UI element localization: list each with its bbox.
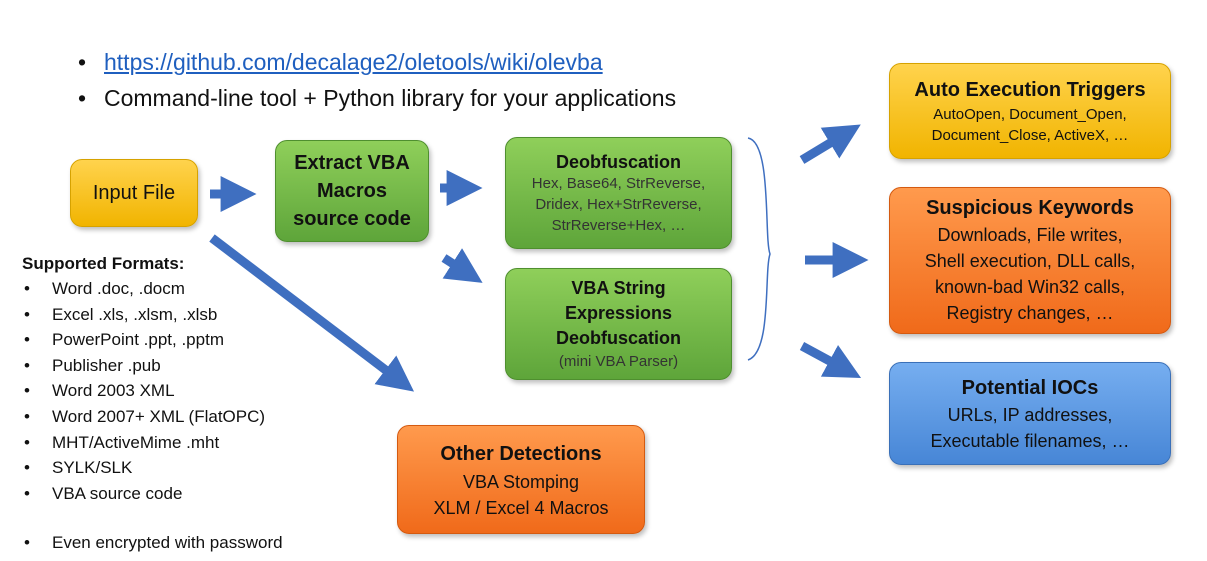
extract-vba-box: Extract VBA Macros source code bbox=[275, 140, 429, 242]
iocs-line-2: Executable filenames, … bbox=[930, 430, 1130, 451]
arrow-to-auto bbox=[799, 124, 861, 164]
other-detections-line-1: VBA Stomping bbox=[462, 471, 580, 492]
format-item: Word .doc, .docm bbox=[22, 276, 265, 302]
other-detections-box: Other Detections VBA Stomping XLM / Exce… bbox=[397, 425, 645, 534]
input-file-box: Input File bbox=[70, 159, 198, 227]
suspicious-title: Suspicious Keywords bbox=[926, 197, 1134, 219]
auto-exec-line-2: Document_Close, ActiveX, … bbox=[931, 127, 1129, 144]
format-item: Excel .xls, .xlsm, .xlsb bbox=[22, 302, 265, 328]
arrow-input-to-other bbox=[209, 234, 415, 392]
bullet-description: Command-line tool + Python library for y… bbox=[78, 80, 676, 116]
auto-exec-box: Auto Execution Triggers AutoOpen, Docume… bbox=[889, 63, 1171, 159]
bullet-link[interactable]: https://github.com/decalage2/oletools/wi… bbox=[78, 44, 676, 80]
format-item: SYLK/SLK bbox=[22, 455, 265, 481]
input-file-title: Input File bbox=[92, 181, 176, 204]
format-item: Word 2003 XML bbox=[22, 378, 265, 404]
other-detections-title: Other Detections bbox=[440, 442, 602, 465]
vba-string-title: VBA String Expressions Deobfuscation bbox=[555, 278, 681, 348]
top-bullets: https://github.com/decalage2/oletools/wi… bbox=[78, 44, 676, 116]
suspicious-line-1: Downloads, File writes, bbox=[937, 225, 1123, 245]
arrow-to-iocs bbox=[799, 342, 862, 379]
vba-string-sub: (mini VBA Parser) bbox=[558, 353, 679, 370]
iocs-line-1: URLs, IP addresses, bbox=[947, 404, 1113, 425]
other-detections-line-2: XLM / Excel 4 Macros bbox=[433, 497, 609, 518]
suspicious-box: Suspicious Keywords Downloads, File writ… bbox=[889, 187, 1171, 334]
suspicious-line-3: known-bad Win32 calls, bbox=[934, 277, 1126, 297]
suspicious-line-2: Shell execution, DLL calls, bbox=[924, 251, 1136, 271]
suspicious-line-4: Registry changes, … bbox=[946, 303, 1114, 323]
deobfuscation-box: Deobfuscation Hex, Base64, StrReverse, D… bbox=[505, 137, 732, 249]
format-item: PowerPoint .ppt, .pptm bbox=[22, 327, 265, 353]
deobfuscation-line-2: Dridex, Hex+StrReverse, bbox=[535, 195, 702, 213]
deobfuscation-line-1: Hex, Base64, StrReverse, bbox=[531, 174, 706, 192]
auto-exec-line-1: AutoOpen, Document_Open, bbox=[933, 106, 1127, 123]
right-brace bbox=[747, 137, 771, 361]
encrypted-note: Even encrypted with password bbox=[22, 533, 283, 553]
vba-string-box: VBA String Expressions Deobfuscation (mi… bbox=[505, 268, 732, 380]
extract-vba-title: Extract VBA Macros source code bbox=[293, 152, 411, 230]
iocs-title: Potential IOCs bbox=[961, 376, 1099, 399]
format-item: Publisher .pub bbox=[22, 353, 265, 379]
iocs-box: Potential IOCs URLs, IP addresses, Execu… bbox=[889, 362, 1171, 465]
format-item: VBA source code bbox=[22, 481, 265, 507]
supported-formats-title: Supported Formats: bbox=[22, 254, 185, 273]
format-item: Word 2007+ XML (FlatOPC) bbox=[22, 404, 265, 430]
auto-exec-title: Auto Execution Triggers bbox=[914, 79, 1146, 101]
olevba-wiki-link[interactable]: https://github.com/decalage2/oletools/wi… bbox=[104, 49, 603, 75]
arrow-extract-to-vbastring bbox=[441, 248, 483, 283]
deobfuscation-title: Deobfuscation bbox=[555, 151, 681, 172]
supported-formats-list: Word .doc, .docm Excel .xls, .xlsm, .xls… bbox=[22, 276, 265, 506]
format-item: MHT/ActiveMime .mht bbox=[22, 430, 265, 456]
deobfuscation-line-3: StrReverse+Hex, … bbox=[551, 216, 686, 234]
